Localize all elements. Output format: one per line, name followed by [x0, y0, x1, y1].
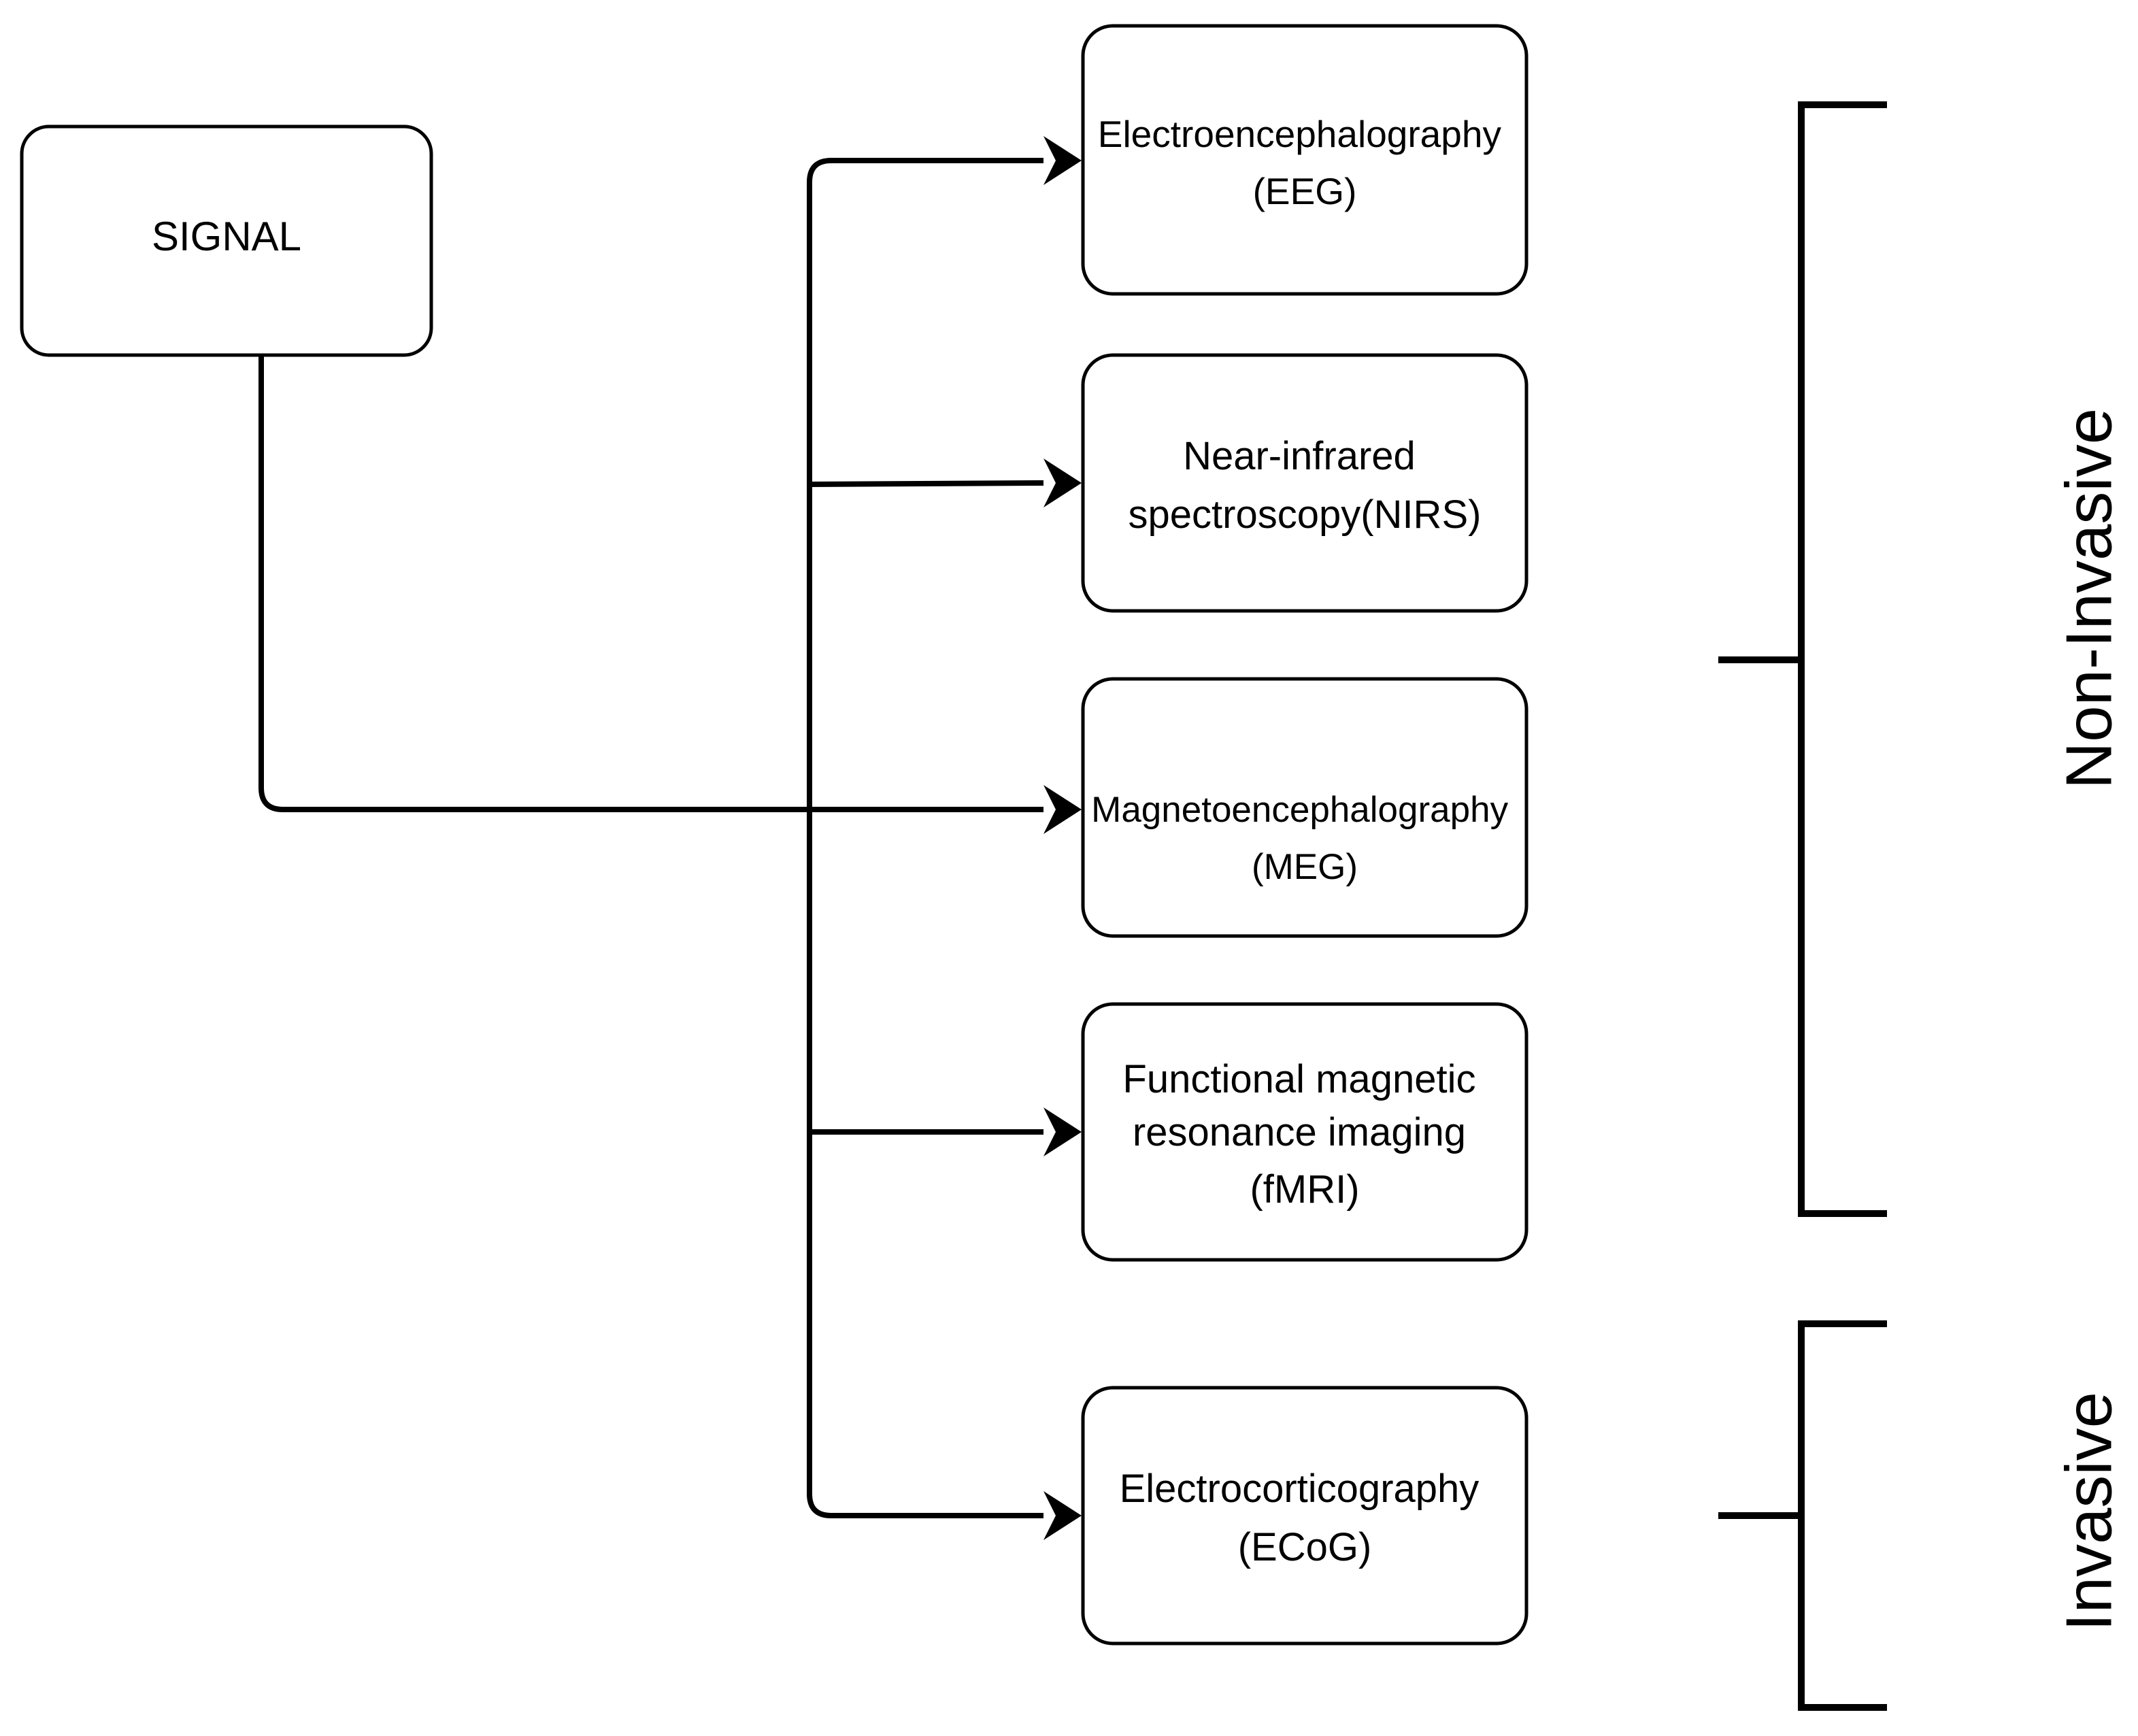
- arrowhead-eeg-icon: [1043, 136, 1082, 185]
- signal-node-label: SIGNAL: [152, 214, 301, 259]
- connectors: [258, 158, 1044, 1518]
- node-fmri: Functional magnetic resonance imaging (f…: [1081, 1002, 1529, 1262]
- bracket-invasive: Invasive: [1718, 1320, 2125, 1711]
- node-nirs-line-1: Near-infrared: [1183, 434, 1416, 478]
- node-nirs: Near-infrared spectroscopy(NIRS): [1081, 353, 1529, 613]
- node-eeg-line-1: Electroencephalography: [1098, 113, 1502, 155]
- signal-node: SIGNAL: [20, 124, 433, 357]
- connector-trunk: [807, 158, 1043, 1518]
- arrowhead-nirs-icon: [1043, 458, 1082, 507]
- bracket-non-invasive-label: Non-Invasive: [2052, 408, 2125, 789]
- node-ecog: Electrocorticography (ECoG): [1081, 1386, 1529, 1646]
- svg-text:Functional magnetic reso: Functional magnetic resonance imaging (f…: [1122, 1057, 1486, 1212]
- arrowhead-meg-icon: [1043, 785, 1082, 834]
- bracket-invasive-label: Invasive: [2052, 1392, 2125, 1631]
- arrowhead-fmri-icon: [1043, 1107, 1082, 1156]
- arrowhead-ecog-icon: [1043, 1491, 1082, 1540]
- bracket-non-invasive: Non-Invasive: [1718, 101, 2125, 1217]
- node-ecog-line-1: Electrocorticography: [1120, 1467, 1480, 1511]
- svg-text:Electrocorticography (EC: Electrocorticography (ECoG): [1120, 1467, 1490, 1569]
- connector-to-nirs: [809, 480, 1044, 487]
- node-meg-line-2: (MEG): [1252, 847, 1358, 887]
- node-nirs-line-2: spectroscopy(NIRS): [1129, 493, 1482, 537]
- node-meg: Magnetoencephalography (MEG): [1081, 677, 1529, 938]
- node-eeg-line-2: (EEG): [1253, 170, 1357, 212]
- node-ecog-line-2: (ECoG): [1238, 1525, 1372, 1569]
- node-eeg: Electroencephalography (EEG): [1081, 24, 1529, 296]
- connector-signal-to-meg: [258, 355, 1043, 812]
- svg-text:Electroencephalography (: Electroencephalography (EEG): [1098, 113, 1511, 212]
- svg-text:Magnetoencephalography (: Magnetoencephalography (MEG): [1091, 790, 1518, 887]
- node-meg-line-1: Magnetoencephalography: [1091, 790, 1508, 830]
- node-fmri-line-2: resonance imaging: [1133, 1110, 1466, 1154]
- node-fmri-line-3: (fMRI): [1250, 1167, 1359, 1212]
- svg-text:Near-infrared spectrosco: Near-infrared spectroscopy(NIRS): [1129, 434, 1482, 537]
- node-fmri-line-1: Functional magnetic: [1122, 1057, 1475, 1101]
- arrowheads: [1043, 136, 1082, 1540]
